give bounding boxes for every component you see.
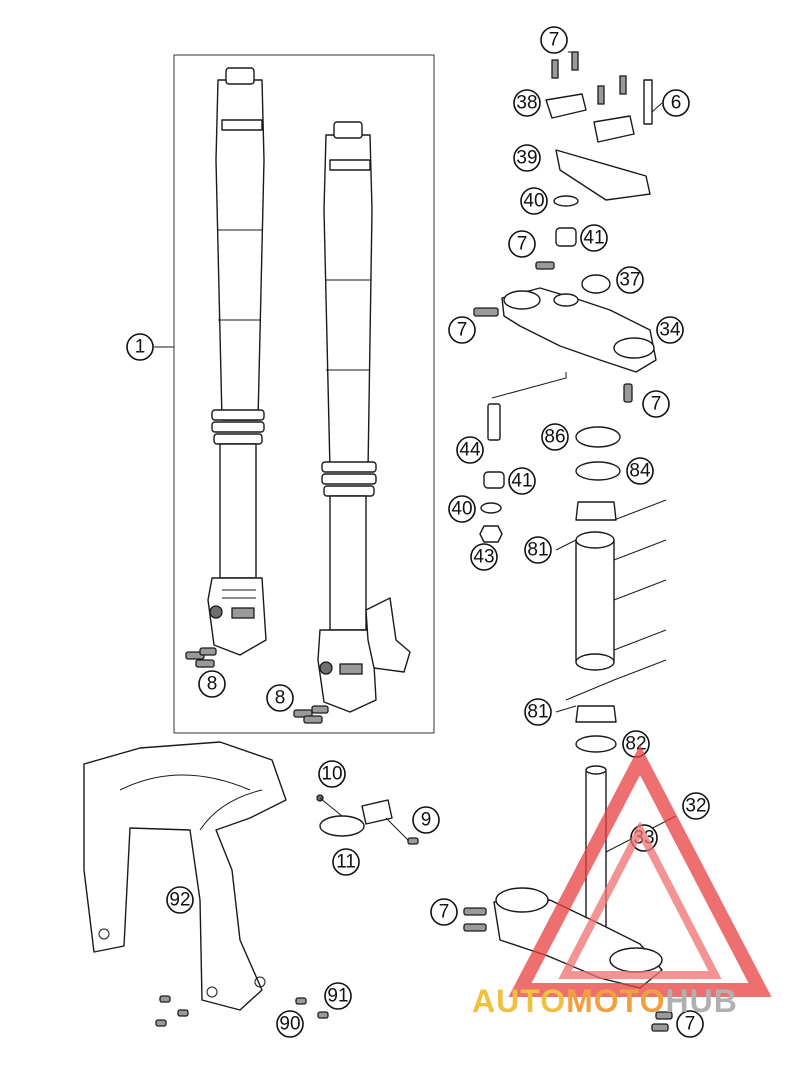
callout-7-upper-clamp: 7 (508, 230, 536, 258)
dust-cover-86 (575, 426, 621, 448)
callout-32: 32 (682, 792, 710, 820)
callout-91: 91 (324, 982, 352, 1010)
svg-text:81: 81 (527, 702, 548, 723)
svg-text:41: 41 (583, 228, 604, 249)
callout-81-top: 81 (524, 536, 552, 564)
svg-text:10: 10 (321, 764, 342, 785)
watermark-logo (508, 744, 772, 997)
callout-6: 6 (662, 89, 690, 117)
svg-text:34: 34 (659, 320, 681, 341)
svg-text:7: 7 (439, 902, 450, 923)
callout-84: 84 (626, 457, 654, 485)
svg-text:38: 38 (516, 93, 537, 114)
svg-text:43: 43 (473, 547, 494, 568)
bolt-7-side (473, 307, 499, 317)
callout-8-right: 8 (266, 684, 294, 712)
nut-43 (479, 525, 503, 543)
callout-9: 9 (412, 806, 440, 834)
axle-bolts-right (293, 705, 329, 724)
bracket-9 (361, 799, 393, 825)
svg-text:92: 92 (169, 890, 190, 911)
svg-text:90: 90 (279, 1014, 300, 1035)
watermark-part-2: MOTO (566, 983, 665, 1019)
bearing-81-top (575, 501, 617, 521)
svg-text:6: 6 (671, 93, 682, 114)
bolt-7-bottom (623, 383, 633, 403)
front-fender (83, 741, 287, 1011)
callout-7-lower-left: 7 (430, 898, 458, 926)
bushing-41-top (555, 227, 577, 247)
callout-11: 11 (332, 848, 360, 876)
callout-8-left: 8 (198, 670, 226, 698)
bolt-7-top (535, 261, 555, 270)
svg-text:40: 40 (451, 499, 472, 520)
callout-7-clamp-bottom: 7 (642, 390, 670, 418)
fender-screws (155, 995, 329, 1027)
handlebar-clamp-top (545, 93, 635, 143)
callout-41-bottom: 41 (508, 467, 536, 495)
callout-34: 34 (656, 316, 684, 344)
callout-41-top: 41 (580, 224, 608, 252)
spacer-44 (487, 403, 501, 441)
steering-head-frame (575, 539, 615, 663)
callout-40-top: 40 (520, 187, 548, 215)
svg-text:8: 8 (275, 688, 286, 709)
callout-43: 43 (470, 543, 498, 571)
svg-text:8: 8 (207, 674, 218, 695)
svg-text:7: 7 (457, 320, 468, 341)
washer-40-top (553, 195, 579, 207)
fork-assembly-frame (173, 54, 435, 734)
callout-92: 92 (166, 886, 194, 914)
clamp-11 (319, 815, 365, 837)
svg-text:41: 41 (511, 471, 532, 492)
callout-90: 90 (276, 1010, 304, 1038)
lower-clamp-bolts (463, 907, 673, 1032)
bushing-41-bottom (483, 471, 505, 489)
svg-text:39: 39 (516, 148, 537, 169)
svg-text:7: 7 (685, 1014, 696, 1035)
callout-40-bottom: 40 (448, 495, 476, 523)
svg-text:37: 37 (619, 270, 640, 291)
callout-7-lower-right: 7 (676, 1010, 704, 1038)
bearing-81-bottom (575, 705, 617, 723)
axle-bolts-left (185, 647, 217, 668)
watermark-part-3: HUB (665, 983, 737, 1019)
callout-86: 86 (541, 423, 569, 451)
svg-text:7: 7 (651, 394, 662, 415)
svg-text:32: 32 (685, 796, 706, 817)
svg-text:40: 40 (523, 191, 544, 212)
svg-text:84: 84 (629, 461, 651, 482)
svg-text:7: 7 (549, 30, 560, 51)
fork-leg-right (317, 121, 411, 713)
svg-text:9: 9 (421, 810, 432, 831)
callout-1: 1 (126, 333, 154, 361)
seal-82 (575, 735, 617, 753)
washer-40-bottom (480, 502, 502, 514)
watermark-part-1: AUTO (472, 983, 566, 1019)
svg-text:1: 1 (135, 337, 146, 358)
callout-81-bottom: 81 (524, 698, 552, 726)
svg-text:11: 11 (336, 852, 356, 873)
cap-37 (581, 274, 611, 294)
svg-text:91: 91 (327, 986, 348, 1007)
callout-44: 44 (456, 436, 484, 464)
seal-84 (575, 461, 621, 481)
handlebar-clamp-bolts (551, 51, 653, 125)
callout-10: 10 (318, 760, 346, 788)
svg-text:86: 86 (544, 427, 565, 448)
callout-7-top: 7 (540, 26, 568, 54)
callout-7-side: 7 (448, 316, 476, 344)
svg-text:44: 44 (459, 440, 481, 461)
handlebar-clamp-base (555, 149, 651, 201)
callout-37: 37 (616, 266, 644, 294)
callout-39: 39 (513, 144, 541, 172)
svg-text:81: 81 (527, 540, 548, 561)
callout-38: 38 (513, 89, 541, 117)
svg-text:7: 7 (517, 234, 528, 255)
fork-leg-left (207, 67, 267, 656)
screw-9 (407, 837, 419, 845)
svg-text:82: 82 (625, 734, 646, 755)
watermark-text: AUTOMOTOHUB (472, 983, 738, 1019)
